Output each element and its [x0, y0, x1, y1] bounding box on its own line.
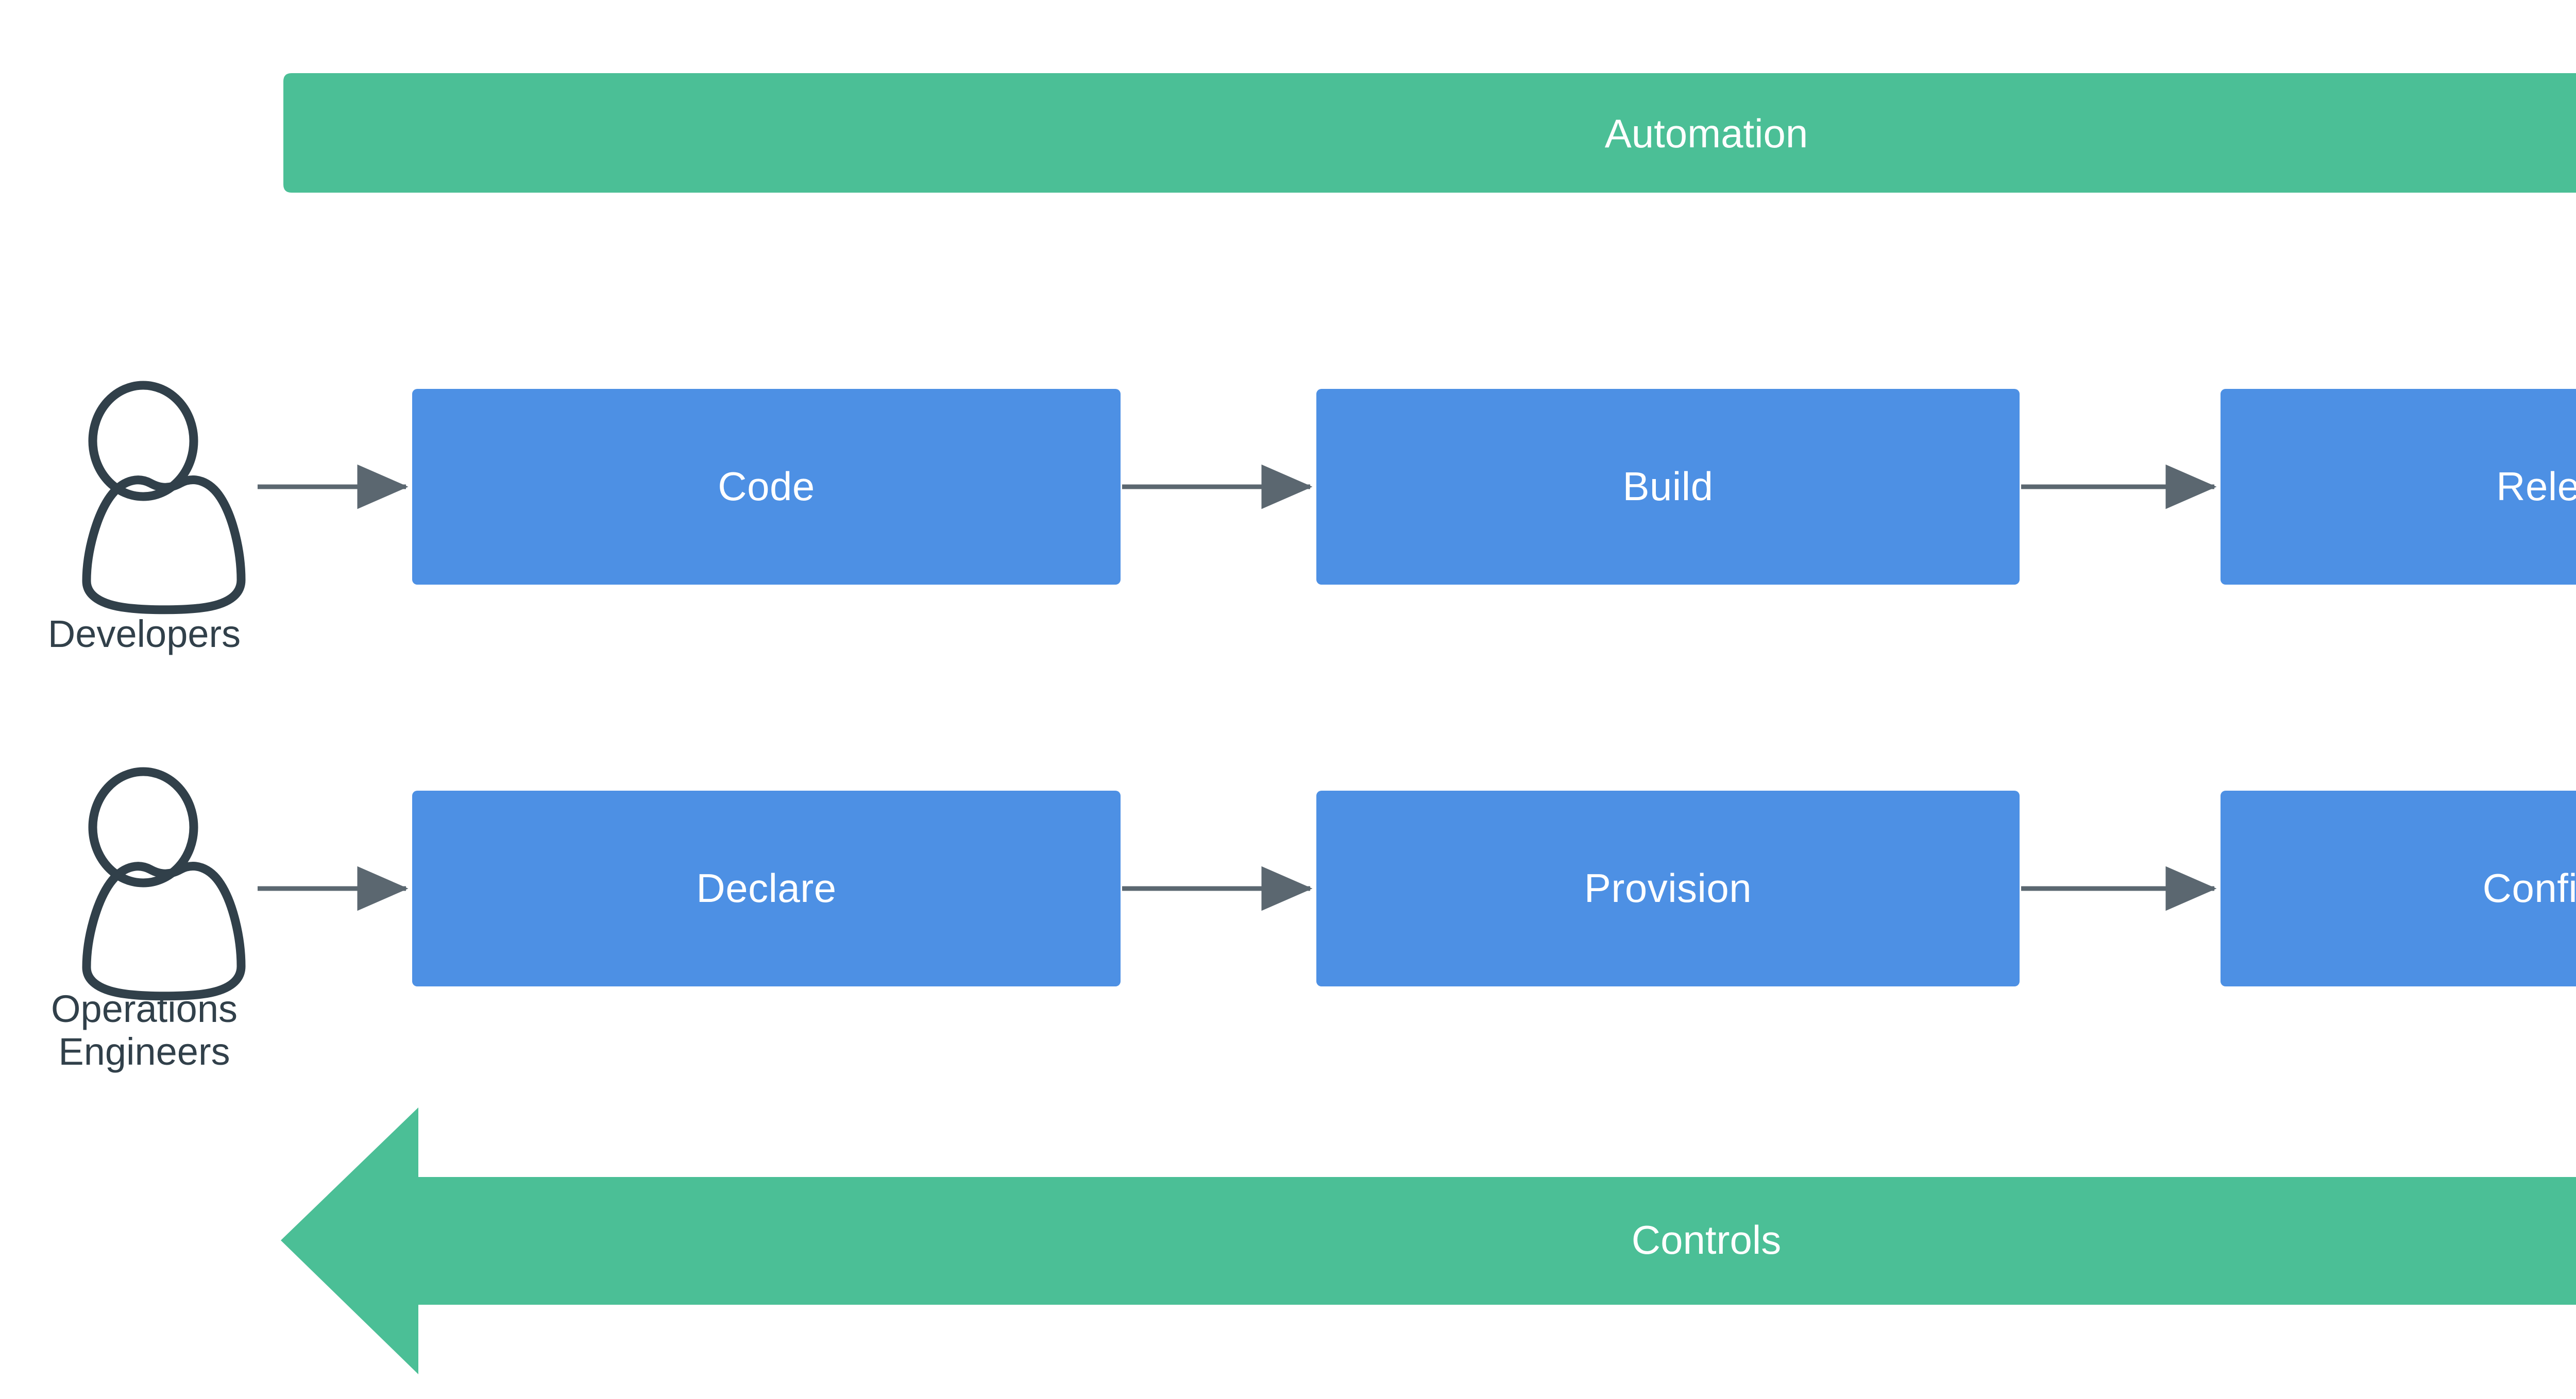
controls-band-label: Controls	[1631, 1217, 1782, 1262]
actor-label-operations-line1: Operations	[51, 987, 238, 1030]
actor-label-operations-line2: Engineers	[58, 1030, 230, 1073]
actor-label-developers: Developers	[47, 612, 241, 655]
person-icon-operations	[82, 767, 246, 1001]
left-arrow-band-icon	[281, 1107, 2576, 1374]
controls-band[interactable]	[281, 1107, 2576, 1374]
right-arrow-band-icon	[283, 73, 2576, 193]
stage-box-configure[interactable]	[2221, 791, 2576, 986]
stage-label-release: Release	[2496, 464, 2576, 509]
stage-label-configure: Configure	[2482, 865, 2576, 911]
stage-label-code: Code	[718, 464, 815, 509]
stage-box-code[interactable]	[412, 389, 1121, 585]
automation-band[interactable]	[283, 21, 2576, 245]
stage-label-provision: Provision	[1584, 865, 1752, 911]
actor-label-operations: Operations Engineers	[0, 987, 289, 1073]
stage-box-declare[interactable]	[412, 791, 1121, 986]
person-icon-developers	[82, 381, 246, 615]
stage-box-provision[interactable]	[1316, 791, 2020, 986]
automation-band-label: Automation	[1604, 111, 1808, 156]
stage-box-build[interactable]	[1316, 389, 2020, 585]
stage-label-build: Build	[1622, 464, 1714, 509]
stage-box-release[interactable]	[2221, 389, 2576, 585]
stage-label-declare: Declare	[696, 865, 837, 911]
